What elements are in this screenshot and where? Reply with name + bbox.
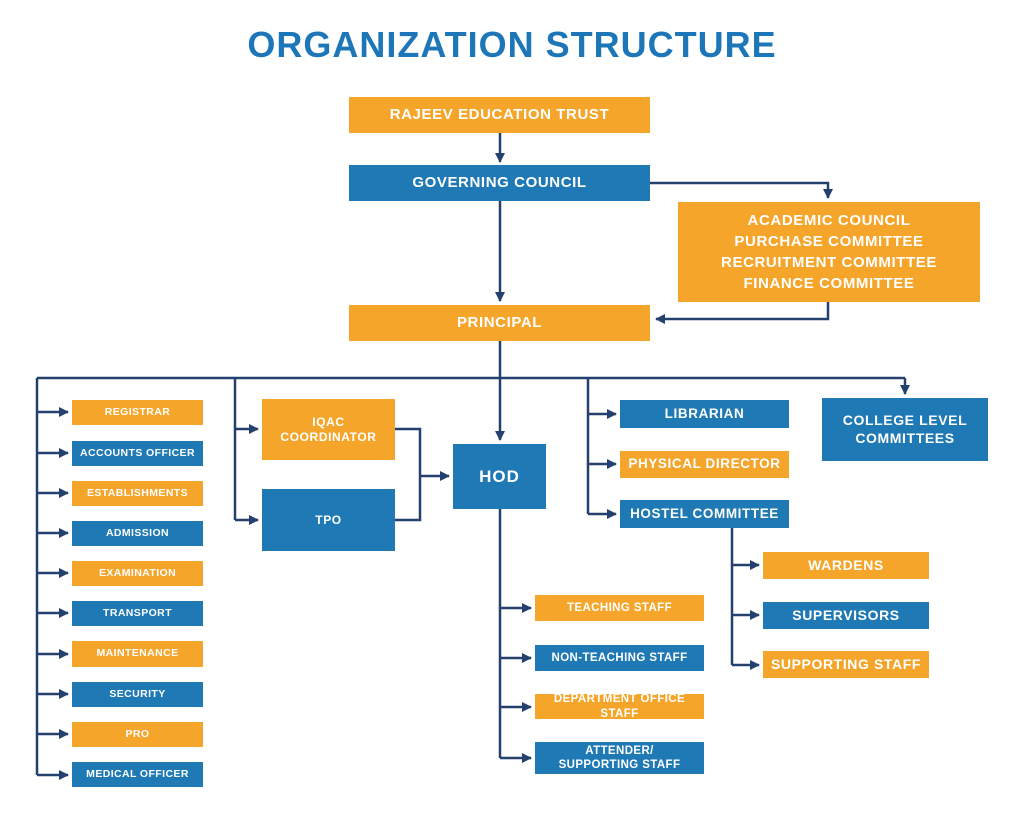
org-node-examination: EXAMINATION: [72, 561, 203, 586]
org-node-department-office-staff: DEPARTMENT OFFICE STAFF: [535, 693, 704, 720]
node-label: LIBRARIAN: [664, 405, 745, 421]
org-node-iqac-coordinator: IQAC COORDINATOR: [262, 399, 395, 460]
node-label: MEDICAL OFFICER: [86, 767, 189, 780]
node-label: GOVERNING COUNCIL: [412, 173, 587, 191]
org-node-security: SECURITY: [72, 682, 203, 707]
org-node-supporting-staff: SUPPORTING STAFF: [763, 651, 929, 678]
node-label-line: COLLEGE LEVEL: [842, 412, 968, 428]
node-label: WARDENS: [808, 556, 884, 573]
node-label-line: ATTENDER/: [585, 744, 654, 757]
org-node-registrar: REGISTRAR: [72, 400, 203, 425]
node-label-line: COORDINATOR: [280, 429, 377, 444]
node-label: SUPERVISORS: [792, 606, 900, 623]
org-node-teaching-staff: TEACHING STAFF: [535, 595, 704, 621]
node-label-line: SUPPORTING STAFF: [558, 759, 681, 771]
org-node-physical-director: PHYSICAL DIRECTOR: [620, 451, 789, 478]
node-label: MAINTENANCE: [96, 647, 179, 660]
node-label: TRANSPORT: [103, 606, 172, 619]
node-label-line: PURCHASE COMMITTEE: [734, 233, 924, 250]
org-node-establishments: ESTABLISHMENTS: [72, 481, 203, 506]
org-node-wardens: WARDENS: [763, 552, 929, 579]
org-node-admission: ADMISSION: [72, 521, 203, 546]
node-label: HOSTEL COMMITTEE: [630, 505, 779, 521]
node-label: TEACHING STAFF: [566, 601, 673, 614]
org-node-hostel-committee: HOSTEL COMMITTEE: [620, 500, 789, 528]
node-label: SECURITY: [109, 687, 166, 700]
node-label: PRINCIPAL: [456, 313, 543, 331]
connector-governing-to-committees: [650, 181, 833, 199]
org-node-governing-council: GOVERNING COUNCIL: [349, 165, 650, 201]
node-label: SUPPORTING STAFF: [770, 655, 922, 672]
node-label: PHYSICAL DIRECTOR: [628, 456, 781, 472]
node-label: ADMISSION: [105, 526, 170, 539]
org-node-medical-officer: MEDICAL OFFICER: [72, 762, 203, 787]
org-node-attender-supporting-staff: ATTENDER/ SUPPORTING STAFF: [535, 742, 704, 774]
node-label-line: ACADEMIC COUNCIL: [747, 212, 911, 229]
node-label: RAJEEV EDUCATION TRUST: [389, 105, 610, 123]
node-label-line: IQAC: [312, 414, 345, 429]
node-label: TPO: [315, 512, 342, 527]
node-label: DEPARTMENT OFFICE STAFF: [553, 693, 686, 720]
org-node-maintenance: MAINTENANCE: [72, 641, 203, 667]
org-node-librarian: LIBRARIAN: [620, 400, 789, 428]
node-label: EXAMINATION: [98, 566, 177, 579]
node-label: PRO: [125, 727, 150, 740]
org-node-rajeev-education-trust: RAJEEV EDUCATION TRUST: [349, 97, 650, 133]
node-label: ESTABLISHMENTS: [86, 486, 189, 499]
org-node-supervisors: SUPERVISORS: [763, 602, 929, 629]
org-node-principal: PRINCIPAL: [349, 305, 650, 341]
org-node-accounts-officer: ACCOUNTS OFFICER: [72, 441, 203, 466]
connector-committees-to-principal: [655, 302, 830, 324]
node-label: REGISTRAR: [104, 405, 171, 418]
node-label-line: RECRUITMENT COMMITTEE: [721, 254, 937, 271]
org-node-hod: HOD: [453, 444, 546, 509]
node-label-line: COMMITTEES: [855, 429, 955, 446]
node-label-line: FINANCE COMMITTEE: [743, 275, 915, 292]
node-label: NON-TEACHING STAFF: [551, 651, 688, 664]
node-label: ACCOUNTS OFFICER: [80, 446, 195, 459]
org-node-pro: PRO: [72, 722, 203, 747]
node-label: HOD: [479, 466, 520, 486]
org-node-tpo: TPO: [262, 489, 395, 551]
org-node-council-committees: ACADEMIC COUNCIL PURCHASE COMMITTEE RECR…: [678, 202, 980, 302]
page-title: ORGANIZATION STRUCTURE: [247, 24, 777, 65]
org-node-non-teaching-staff: NON-TEACHING STAFF: [535, 645, 704, 671]
org-node-college-level-committees: COLLEGE LEVEL COMMITTEES: [822, 398, 988, 461]
org-node-transport: TRANSPORT: [72, 601, 203, 626]
connector-iqac-tpo-bracket: [395, 427, 422, 522]
